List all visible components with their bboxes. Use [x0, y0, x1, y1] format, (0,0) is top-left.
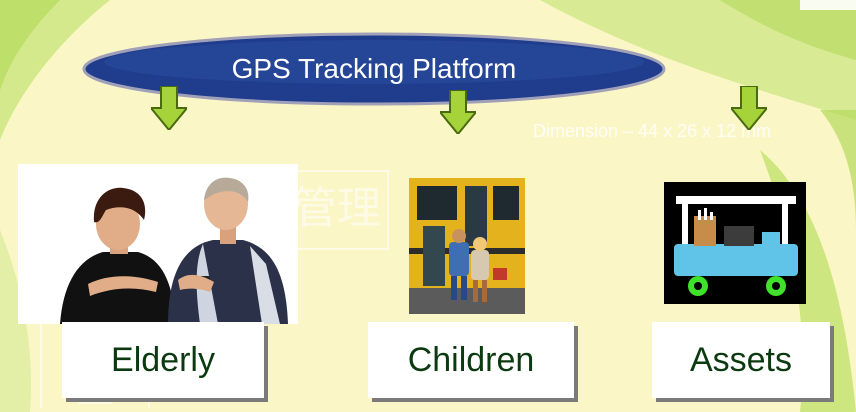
platform-title: GPS Tracking Platform [231, 53, 517, 84]
chinese-watermark: 管理 [285, 170, 389, 250]
watermark-line [40, 300, 42, 408]
school-bus-children-photo [409, 178, 525, 314]
down-arrow-icon [440, 90, 476, 134]
category-label-assets: Assets [652, 322, 830, 398]
category-label-elderly: Elderly [62, 322, 264, 398]
elderly-couple-photo [18, 164, 298, 324]
platform-ellipse [82, 32, 666, 106]
dimension-watermark: Dimension – 44 x 26 x 12 mm [533, 121, 772, 141]
golf-cart-icon [664, 182, 806, 304]
down-arrow-icon [731, 86, 767, 130]
category-label-children: Children [368, 322, 574, 398]
down-arrow-icon [151, 86, 187, 130]
